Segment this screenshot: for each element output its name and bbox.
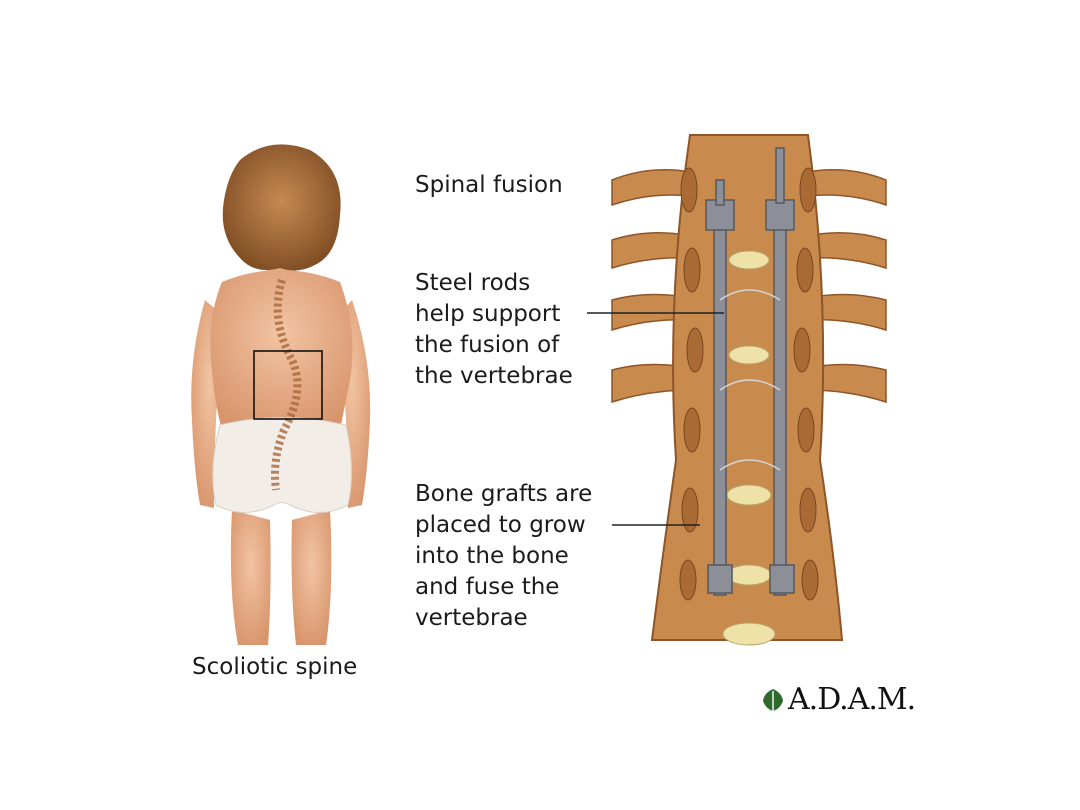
spinal-fusion-illustration <box>611 134 887 646</box>
steel-rods-line-4: the vertebrae <box>415 363 573 389</box>
leaf-icon <box>763 688 783 711</box>
focus-box <box>253 350 323 420</box>
bone-grafts-line-1: Bone grafts are <box>415 481 593 507</box>
spinal-fusion-label: Spinal fusion <box>415 172 563 198</box>
bone-grafts-line-4: and fuse the <box>415 574 560 600</box>
bone-grafts-line-3: into the bone <box>415 543 569 569</box>
logo-text: A.D.A.M. <box>788 682 916 717</box>
steel-rods-line-2: help support <box>415 301 561 327</box>
bone-grafts-caption: Bone grafts are placed to grow into the … <box>415 479 592 634</box>
steel-rods-caption: Steel rods help support the fusion of th… <box>415 268 573 392</box>
steel-rods-line-1: Steel rods <box>415 270 531 296</box>
steel-rods-line-3: the fusion of <box>415 332 560 358</box>
adam-logo: A.D.A.M. <box>760 682 916 717</box>
child-figure <box>191 144 371 645</box>
bone-grafts-line-2: placed to grow <box>415 512 586 538</box>
scoliotic-spine-label: Scoliotic spine <box>192 654 358 680</box>
bone-grafts-line-5: vertebrae <box>415 605 528 631</box>
